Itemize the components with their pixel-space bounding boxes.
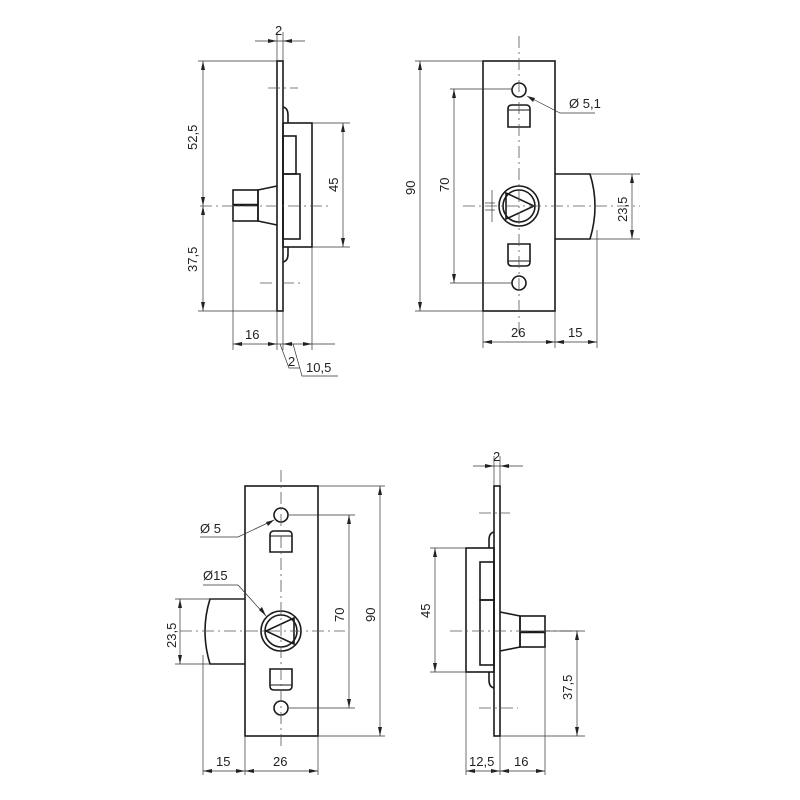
dim-bolt-height: 23,5 [615,197,630,222]
latch-bolt [555,173,596,240]
slot-upper [507,104,531,128]
dim-bolt-height: 23,5 [164,623,179,648]
slot-lower [507,243,531,267]
dim-hole-spacing: 70 [437,178,452,192]
dim-body-height: 45 [418,604,433,618]
tab-upper [488,531,495,548]
dim-plate-thickness: 2 [275,23,282,38]
dim-height: 90 [363,608,378,622]
slot-upper [269,530,293,553]
tab-upper [282,106,289,123]
latch-bolt [204,598,245,665]
dim-knob-depth: 16 [245,327,259,342]
view-top-left-side: 2 52,5 37,5 45 16 2 10,5 [185,23,350,377]
tab-lower [282,247,289,263]
dim-width: 26 [273,754,287,769]
dim-bolt-projection: 15 [568,325,582,340]
mounting-plate [276,60,284,312]
knob-taper [499,611,521,652]
dim-upper: 52,5 [185,125,200,150]
dim-body-depth: 12,5 [469,754,494,769]
dim-cylinder-dia: Ø15 [203,568,228,583]
tab-lower [488,672,495,689]
dim-bolt-projection: 15 [216,754,230,769]
dim-plate: 2 [288,354,295,369]
front-plate [244,485,319,737]
body-slot-upper [282,135,297,175]
mounting-plate [493,485,501,737]
dim-lower: 37,5 [185,247,200,272]
dim-hole-dia: Ø 5,1 [569,96,601,111]
dim-plate-thickness: 2 [493,449,500,464]
dim-knob-depth: 16 [514,754,528,769]
dim-width: 26 [511,325,525,340]
body-slot-upper [479,561,495,601]
knob-taper [257,185,278,226]
dim-hole-spacing: 70 [332,608,347,622]
dim-body-height: 45 [326,178,341,192]
view-bottom-right-side: 2 45 37,5 12,5 16 [418,449,585,775]
slot-lower [269,668,293,691]
body-slot-lower [282,173,301,240]
view-bottom-left-front: Ø 5 Ø15 23,5 70 90 15 [164,470,385,775]
body-slot-lower [479,599,495,666]
dim-height: 90 [403,181,418,195]
cylinder-triangle-icon [505,191,536,221]
dim-hole-dia: Ø 5 [200,521,221,536]
dim-body-depth: 10,5 [306,360,331,375]
view-top-right-front: 90 70 Ø 5,1 23,5 26 15 [403,36,640,348]
lock-body [282,122,313,248]
dim-lower: 37,5 [560,675,575,700]
